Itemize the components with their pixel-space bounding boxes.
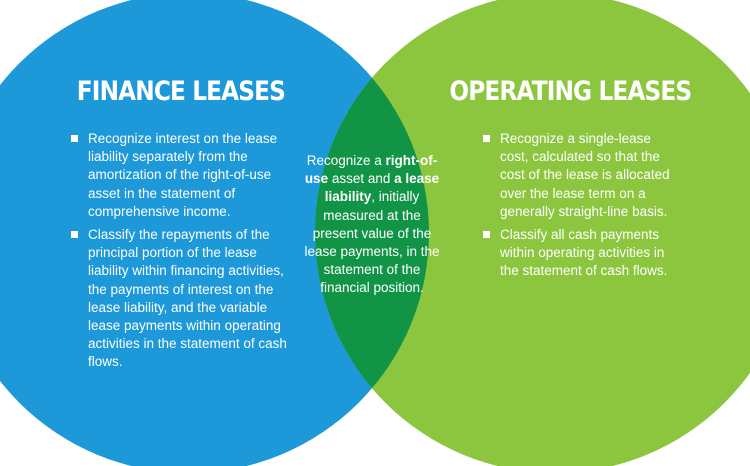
operating-leases-list: Recognize a single-lease cost, calculate… <box>482 130 672 286</box>
operating-leases-circle <box>315 0 750 466</box>
operating-leases-title: OPERATING LEASES <box>449 76 692 107</box>
list-item: Recognize interest on the lease liabilit… <box>70 130 292 221</box>
finance-leases-circle <box>0 0 429 466</box>
list-item: Recognize a single-lease cost, calculate… <box>482 130 672 221</box>
finance-leases-list: Recognize interest on the lease liabilit… <box>70 130 292 377</box>
center-text-prefix: Recognize a <box>306 153 386 168</box>
right-of-use-term: right-of-use <box>304 153 438 187</box>
center-text-middle: asset and <box>328 171 395 187</box>
list-item: Classify all cash payments within operat… <box>482 226 672 281</box>
lease-liability-term: a lease liability <box>324 171 440 205</box>
list-item: Classify the repayments of the principal… <box>70 226 292 372</box>
finance-leases-title: FINANCE LEASES <box>76 76 286 107</box>
center-text-suffix: , initially measured at the present valu… <box>304 189 440 296</box>
shared-recognition-text: Recognize a right-of-use asset and a lea… <box>303 152 441 298</box>
